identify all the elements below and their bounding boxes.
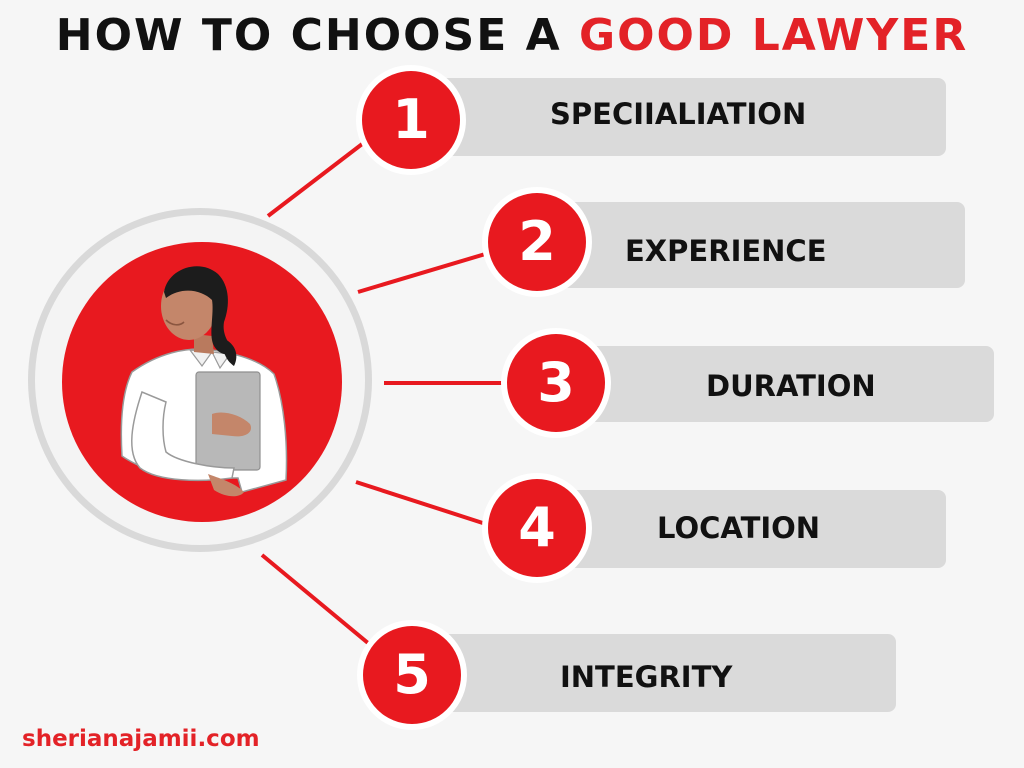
title-lead: HOW TO CHOOSE A [55,10,562,61]
lawyer-illustration [62,242,342,522]
step-badge-2: 2 [488,193,586,291]
step-label-1: SPECIIALIATION [550,97,807,131]
step-badge-4: 4 [488,479,586,577]
website-link[interactable]: sherianajamii.com [22,726,260,752]
connector-line-2 [357,250,493,294]
step-bar-4 [540,490,946,568]
lawyer-woman-icon [120,266,288,497]
connector-line-4 [355,480,493,528]
step-bar-3 [558,346,994,422]
step-label-2: EXPERIENCE [625,234,827,268]
step-badge-3: 3 [507,334,605,432]
step-badge-1: 1 [362,71,460,169]
step-bar-1 [412,78,946,156]
connector-line-1 [266,136,372,218]
step-label-3: DURATION [706,369,876,403]
step-label-4: LOCATION [657,511,821,545]
step-bar-2 [540,202,965,288]
step-label-5: INTEGRITY [560,660,733,694]
title-highlight: GOOD LAWYER [578,10,969,61]
step-bar-5 [412,634,896,712]
infographic-title: HOW TO CHOOSE A GOOD LAWYER [0,10,1024,61]
step-badge-5: 5 [363,626,461,724]
connector-line-5 [260,553,376,650]
